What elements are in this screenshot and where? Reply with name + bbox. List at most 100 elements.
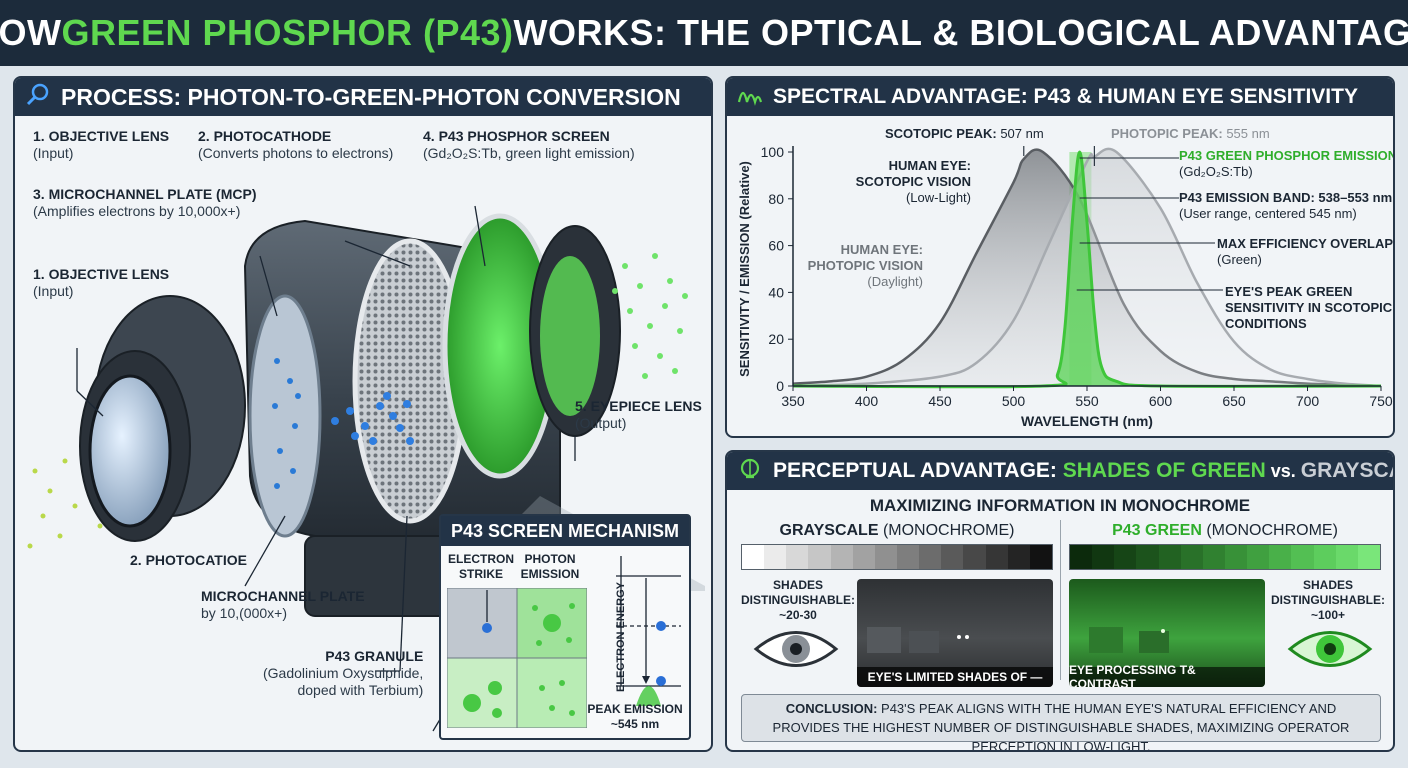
magnifier-icon <box>25 82 51 113</box>
gray-eye-icon <box>753 631 839 667</box>
grayscale-swatch <box>919 545 942 569</box>
grayscale-swatch <box>896 545 920 569</box>
grayscale-swatch <box>1007 545 1030 569</box>
green-eye-icon <box>1287 631 1373 667</box>
label-microchannel-plate: 3. MICROCHANNEL PLATE (MCP)(Amplifies el… <box>33 186 257 219</box>
grayscale-swatch <box>742 545 765 569</box>
annotation-emission-band: P43 EMISSION BAND: 538–553 nm(User range… <box>1179 190 1393 221</box>
grayscale-swatch <box>786 545 809 569</box>
green-swatch <box>1335 545 1358 569</box>
y-tick-label: 80 <box>768 191 784 207</box>
grayscale-swatch <box>764 545 787 569</box>
green-swatch <box>1158 545 1181 569</box>
energy-axis-label: ELECTRON ENERGY <box>615 582 627 693</box>
brain-icon <box>737 456 763 487</box>
label-p43-granule: P43 GRANULE(Gadolinium Oxysulphide,doped… <box>263 648 424 698</box>
label-phosphor-screen: 4. P43 PHOSPHOR SCREEN(Gd₂O₂S:Tb, green … <box>423 128 635 161</box>
grayscale-caption: EYE'S LIMITED SHADES OF — <box>857 667 1053 687</box>
spectral-panel: SPECTRAL ADVANTAGE: P43 & HUMAN EYE SENS… <box>725 76 1395 438</box>
process-header: PROCESS: PHOTON-TO-GREEN-PHOTON CONVERSI… <box>15 78 711 116</box>
grayscale-swatch <box>852 545 875 569</box>
label-photocathode: 2. PHOTOCATHODE(Converts photons to elec… <box>198 128 394 161</box>
x-tick-label: 400 <box>855 393 879 409</box>
x-tick-label: 600 <box>1149 393 1173 409</box>
divider <box>1060 520 1061 680</box>
mechanism-title: P43 SCREEN MECHANISM <box>441 516 689 546</box>
annotation-max-overlap: MAX EFFICIENCY OVERLAP(Green) <box>1217 236 1394 267</box>
grayscale-swatch <box>985 545 1008 569</box>
x-tick-label: 700 <box>1296 393 1320 409</box>
green-swatch <box>1070 545 1093 569</box>
spectrum-icon <box>737 82 763 113</box>
x-axis-label: WAVELENGTH (nm) <box>1021 413 1153 429</box>
energy-diagram <box>616 556 681 706</box>
green-swatch <box>1313 545 1336 569</box>
y-tick-label: 40 <box>768 284 784 300</box>
x-tick-label: 750 <box>1369 393 1393 409</box>
x-tick-label: 450 <box>928 393 952 409</box>
grayscale-title: GRAYSCALE (MONOCHROME) <box>779 522 1015 539</box>
green-night-image: EYE PROCESSING T& CONTRAST <box>1069 579 1265 687</box>
spectral-title: SPECTRAL ADVANTAGE: P43 & HUMAN EYE SENS… <box>773 85 1358 108</box>
y-tick-label: 100 <box>761 144 785 160</box>
annotation-photopic-peak: PHOTOPIC PEAK: 555 nm <box>1111 126 1270 141</box>
perceptual-subheading: MAXIMIZING INFORMATION IN MONOCHROME <box>869 496 1251 515</box>
conclusion-box: CONCLUSION: P43'S PEAK ALIGNS WITH THE H… <box>741 694 1381 750</box>
annotation-scotopic-vision: HUMAN EYE:SCOTOPIC VISION(Low-Light) <box>855 158 971 205</box>
green-swatch <box>1247 545 1270 569</box>
annotation-p43-emission: P43 GREEN PHOSPHOR EMISSION(Gd₂O₂S:Tb) <box>1179 148 1395 179</box>
green-swatch <box>1202 545 1225 569</box>
perceptual-panel: PERCEPTUAL ADVANTAGE: SHADES OF GREEN vs… <box>725 450 1395 752</box>
grayscale-swatch <box>941 545 964 569</box>
x-tick-label: 500 <box>1002 393 1026 409</box>
green-swatch <box>1224 545 1248 569</box>
process-panel: PROCESS: PHOTON-TO-GREEN-PHOTON CONVERSI… <box>13 76 713 752</box>
annotation-scotopic-peak: SCOTOPIC PEAK: 507 nm <box>885 126 1044 141</box>
process-title: PROCESS: PHOTON-TO-GREEN-PHOTON CONVERSI… <box>61 83 681 110</box>
grayscale-night-image: EYE'S LIMITED SHADES OF — <box>857 579 1053 687</box>
y-tick-label: 20 <box>768 331 784 347</box>
green-swatch <box>1180 545 1203 569</box>
peak-emission-label: PEAK EMISSION~545 nm <box>587 702 683 731</box>
green-swatch <box>1136 545 1159 569</box>
x-tick-label: 350 <box>781 393 805 409</box>
green-title: P43 GREEN (MONOCHROME) <box>1112 522 1338 539</box>
annotation-leaders <box>1023 146 1223 291</box>
p43-emission-curve <box>792 150 1382 389</box>
perceptual-title: PERCEPTUAL ADVANTAGE: SHADES OF GREEN vs… <box>773 459 1393 482</box>
y-tick-label: 0 <box>776 378 784 394</box>
green-swatch <box>1092 545 1115 569</box>
title-suffix: WORKS: THE OPTICAL & BIOLOGICAL ADVANTAG… <box>513 12 1408 53</box>
spectral-header: SPECTRAL ADVANTAGE: P43 & HUMAN EYE SENS… <box>727 78 1393 116</box>
grayscale-swatch <box>874 545 897 569</box>
label-eyepiece-lens: 5. EYEPIECE LENS(Output) <box>575 398 702 431</box>
photopic-curve <box>792 147 1382 388</box>
green-swatch <box>1269 545 1292 569</box>
y-axis-label: SENSITIVITY / EMISSION (Relative) <box>737 161 752 377</box>
grayscale-strip <box>741 544 1053 570</box>
page-title: HOW GREEN PHOSPHOR (P43) WORKS: THE OPTI… <box>0 0 1408 66</box>
green-swatch <box>1114 545 1137 569</box>
grayscale-swatch <box>830 545 853 569</box>
p43-emission-curve-area <box>793 152 1381 387</box>
grayscale-swatch <box>963 545 986 569</box>
title-prefix: HOW <box>0 12 62 53</box>
y-tick-label: 60 <box>768 238 784 254</box>
annotation-photopic-vision: HUMAN EYE:PHOTOPIC VISION(Daylight) <box>807 242 923 289</box>
label-photocatioe: 2. PHOTOCATIOE <box>130 552 247 568</box>
grayscale-swatch <box>1029 545 1052 569</box>
title-highlight: GREEN PHOSPHOR (P43) <box>61 12 514 53</box>
granule-grid <box>447 588 587 728</box>
label-objective-lens-mid: 1. OBJECTIVE LENS(Input) <box>33 266 170 299</box>
grayscale-swatch <box>808 545 831 569</box>
x-tick-label: 650 <box>1222 393 1246 409</box>
perceptual-header: PERCEPTUAL ADVANTAGE: SHADES OF GREEN vs… <box>727 452 1393 490</box>
